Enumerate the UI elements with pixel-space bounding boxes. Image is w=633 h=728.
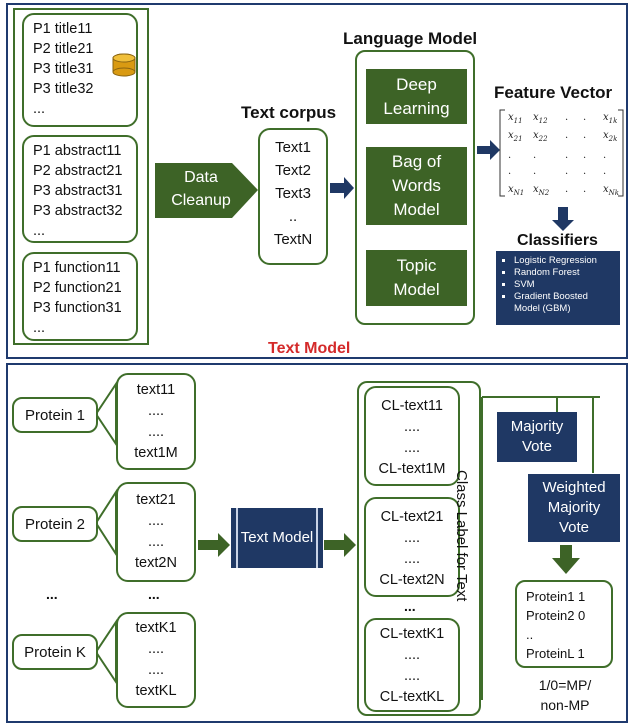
pipeline-frame — [6, 363, 628, 723]
brace-protein-k — [95, 618, 117, 686]
matrix-cell: . — [583, 130, 587, 141]
matrix-cell: . — [565, 166, 569, 177]
function-item: ... — [33, 320, 46, 336]
text-group-2: text21........text2N — [116, 482, 196, 582]
matrix-cell: . — [583, 112, 587, 123]
arrow-corpus-to-lm — [330, 177, 354, 199]
matrix-cell: . — [583, 166, 587, 177]
matrix-cell: . — [565, 112, 569, 123]
classifiers-box: Logistic Regression Random Forest SVM Gr… — [496, 251, 620, 325]
titles-box: P1 title11 P2 title21 P3 title31 P3 titl… — [22, 13, 138, 127]
corpus-item: Text3 — [275, 185, 311, 202]
abstract-item: ... — [33, 223, 46, 239]
feature-vector-title: Feature Vector — [494, 83, 613, 102]
matrix-cell: x2k — [603, 130, 618, 143]
data-cleanup-label: Data Cleanup — [171, 169, 231, 209]
cl-ellipsis: ... — [404, 598, 416, 614]
matrix-cell: . — [603, 150, 607, 161]
matrix-cell: . — [583, 184, 587, 195]
cl-group-1: CL-text11........CL-text1M — [364, 386, 460, 486]
title-item: P1 title11 — [33, 21, 93, 37]
text-group-ellipsis: ... — [148, 586, 160, 602]
abstract-item: P3 abstract32 — [33, 203, 123, 219]
protein-ellipsis: ... — [46, 586, 58, 602]
matrix-cell: x12 — [533, 112, 548, 125]
functions-box: P1 function11 P2 function21 P3 function3… — [22, 252, 138, 341]
matrix-cell: xN1 — [508, 184, 525, 197]
abstract-item: P1 abstract11 — [33, 143, 122, 159]
matrix-cell: x22 — [533, 130, 548, 143]
results-box: Protein1 1 Protein2 0 .. ProteinL 1 — [515, 580, 613, 668]
title-item: P3 title31 — [33, 61, 94, 77]
matrix-cell: . — [565, 184, 569, 195]
text-corpus-title: Text corpus — [241, 103, 337, 122]
function-item: P3 function31 — [33, 300, 122, 316]
classifier-item: Gradient Boosted Model (GBM) — [514, 291, 614, 315]
function-item: P1 function11 — [33, 260, 121, 276]
matrix-cell: xN2 — [533, 184, 550, 197]
cl-group-k: CL-textK1........CL-textKL — [364, 618, 460, 712]
abstract-item: P3 abstract31 — [33, 183, 123, 199]
result-item: ProteinL 1 — [526, 646, 585, 661]
text-group-k: textK1........textKL — [116, 612, 196, 708]
text-corpus-box: Text1 Text2 Text3 .. TextN — [258, 128, 328, 265]
matrix-cell: xNk — [603, 184, 620, 197]
title-item: ... — [33, 101, 46, 117]
arrow-vote-to-results — [552, 545, 580, 574]
classifier-item: SVM — [514, 279, 614, 291]
arrow-texts-to-model — [198, 533, 230, 557]
corpus-item: .. — [288, 208, 298, 225]
matrix-cell: . — [565, 150, 569, 161]
matrix-cell: . — [583, 150, 587, 161]
function-item: P2 function21 — [33, 280, 122, 296]
text-model-caption: Text Model — [268, 340, 351, 357]
protein-2-box: Protein 2 — [12, 506, 98, 542]
matrix-cell: . — [508, 166, 512, 177]
cl-group-2: CL-text21........CL-text2N — [364, 497, 460, 597]
result-item: .. — [526, 627, 534, 642]
title-item: P2 title21 — [33, 41, 94, 57]
text-model-edge-right — [316, 508, 318, 568]
arrow-model-to-cl — [324, 533, 356, 557]
result-item: Protein1 1 — [526, 589, 586, 604]
abstracts-box: P1 abstract11 P2 abstract21 P3 abstract3… — [22, 135, 138, 243]
brace-protein-2 — [95, 488, 117, 558]
language-model-title: Language Model — [343, 29, 478, 48]
classifiers-title: Classifiers — [517, 232, 598, 249]
corpus-item: TextN — [273, 231, 313, 248]
matrix-cell: . — [508, 150, 512, 161]
matrix-cell: x11 — [508, 112, 523, 125]
matrix-cell: x1k — [603, 112, 618, 125]
text-model-box: Text Model — [231, 508, 323, 568]
arrow-fv-to-classifiers — [552, 207, 574, 231]
text-group-1: text11........text1M — [116, 373, 196, 470]
class-label-vertical: Class Label for Text — [453, 470, 470, 602]
matrix-cell: . — [603, 166, 607, 177]
text-model-edge-left — [236, 508, 238, 568]
corpus-item: Text2 — [275, 162, 311, 179]
corpus-item: Text1 — [275, 139, 311, 156]
brace-protein-1 — [95, 380, 117, 448]
matrix-cell: . — [533, 150, 537, 161]
matrix-cell: x21 — [508, 130, 523, 143]
protein-k-box: Protein K — [12, 634, 98, 670]
result-item: Protein2 0 — [526, 608, 586, 623]
classifier-item: Logistic Regression — [514, 255, 614, 267]
arrow-lm-to-fv — [477, 140, 500, 160]
text-model-frame — [6, 3, 628, 359]
title-item: P3 title32 — [33, 81, 94, 97]
mp-legend: 1/0=MP/ non-MP — [538, 677, 592, 713]
matrix-cell: . — [565, 130, 569, 141]
matrix-cell: . — [533, 166, 537, 177]
protein-1-box: Protein 1 — [12, 397, 98, 433]
classifier-item: Random Forest — [514, 267, 614, 279]
abstract-item: P2 abstract21 — [33, 163, 123, 179]
